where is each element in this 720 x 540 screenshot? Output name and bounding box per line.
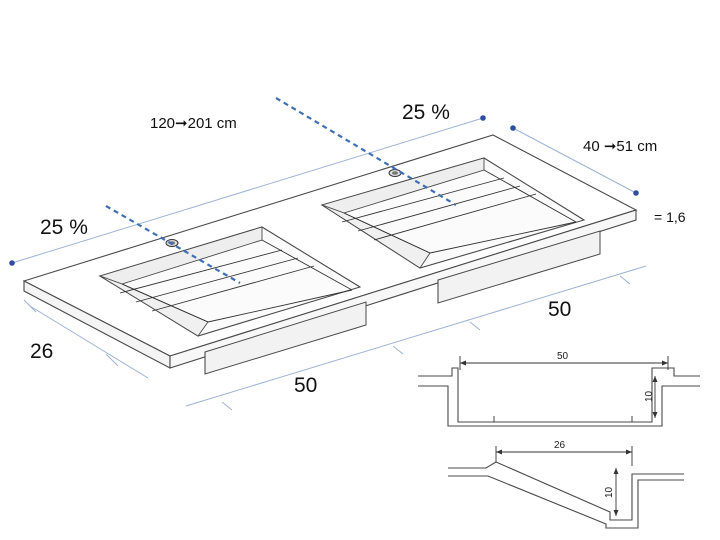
front-depth-label: 26 xyxy=(30,340,53,363)
slope-left-label: 25 % xyxy=(40,216,88,239)
depth-dim-start-dot xyxy=(510,125,516,131)
left-basin xyxy=(98,226,362,337)
back-width-label: 50 xyxy=(548,298,571,321)
right-basin-axis xyxy=(275,97,457,206)
front-width-dimension xyxy=(185,265,647,411)
right-tap-hole xyxy=(388,169,402,177)
section-slope-width-value: 26 xyxy=(554,440,566,451)
thickness-label: = 1,6 xyxy=(654,209,686,225)
length-dim-start-dot xyxy=(9,260,15,266)
section-width-value: 50 xyxy=(557,351,569,362)
cross-section-slope xyxy=(448,446,684,529)
left-basin-axis xyxy=(105,205,241,284)
section-slope-height-value: 10 xyxy=(604,486,615,498)
length-dim-end-dot xyxy=(480,115,486,121)
length-dimension xyxy=(9,115,486,266)
depth-dim-end-dot xyxy=(633,190,639,196)
depth-dimension xyxy=(510,125,639,196)
left-basin-underside xyxy=(204,301,367,375)
cross-section-width xyxy=(418,356,700,427)
section-height-value: 10 xyxy=(644,390,655,402)
front-width-label: 50 xyxy=(294,374,317,397)
right-basin xyxy=(320,157,586,269)
slope-right-label: 25 % xyxy=(402,101,450,124)
length-label: 120➞201 cm xyxy=(150,115,237,132)
depth-label: 40 ➞51 cm xyxy=(583,138,657,155)
right-basin-underside xyxy=(437,230,601,304)
front-depth-dimension xyxy=(23,299,149,379)
